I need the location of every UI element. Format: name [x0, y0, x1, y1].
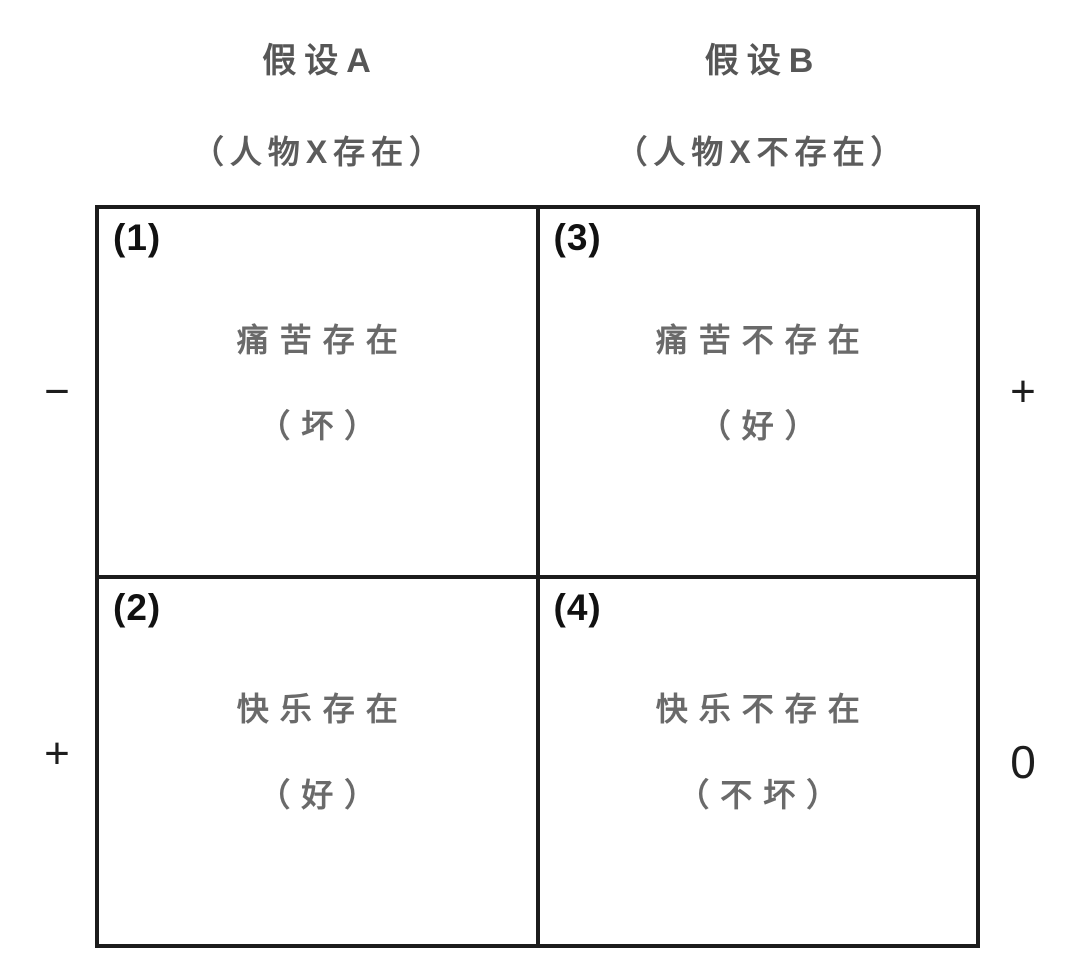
cell-3-content: 痛苦不存在 （好）	[540, 209, 977, 575]
cell-1-number: (1)	[113, 217, 162, 258]
cell-4-content: 快乐不存在 （不坏）	[540, 579, 977, 945]
cell-4-number: (4)	[553, 586, 602, 628]
hypothesis-a-subtitle: （人物X存在）	[191, 134, 448, 170]
plus-symbol-left-bottom: +	[44, 729, 70, 778]
cell-2-line2: （好）	[258, 777, 388, 814]
cell-1-line1: 痛苦存在	[236, 321, 409, 358]
cell-3-number: (3)	[553, 217, 602, 258]
minus-symbol-left-top: −	[44, 367, 70, 416]
cell-2-content: 快乐存在 （好）	[99, 579, 536, 945]
plus-symbol-right-top: +	[1010, 367, 1036, 416]
cell-3-line2: （好）	[698, 407, 828, 444]
column-header-hypothesis-a: 假设A （人物X存在）	[95, 40, 538, 205]
hypothesis-b-subtitle: （人物X不存在）	[615, 134, 909, 170]
cell-2-line1: 快乐存在	[236, 691, 409, 728]
cell-4-line2: （不坏）	[677, 777, 850, 814]
quadrant-grid: (1) 痛苦存在 （坏） (3) 痛苦不存在 （好） (2) 快乐存在 （好） …	[95, 205, 980, 948]
cell-1-line2: （坏）	[258, 407, 388, 444]
cell-3-line1: 痛苦不存在	[655, 321, 871, 358]
hypothesis-b-title: 假设B	[704, 42, 822, 80]
column-header-hypothesis-b: 假设B （人物X不存在）	[538, 40, 980, 205]
cell-2-number: (2)	[113, 586, 162, 628]
cell-2-pleasure-exists: (2) 快乐存在 （好）	[99, 578, 536, 945]
cell-4-line1: 快乐不存在	[655, 691, 871, 728]
cell-1-content: 痛苦存在 （坏）	[99, 209, 536, 575]
cell-4-pleasure-absent: (4) 快乐不存在 （不坏）	[539, 578, 977, 945]
cell-3-pain-absent: (3) 痛苦不存在 （好）	[539, 209, 977, 575]
hypothesis-a-title: 假设A	[262, 42, 379, 80]
zero-symbol-right-bottom: 0	[1010, 736, 1036, 788]
cell-1-pain-exists: (1) 痛苦存在 （坏）	[99, 209, 536, 575]
